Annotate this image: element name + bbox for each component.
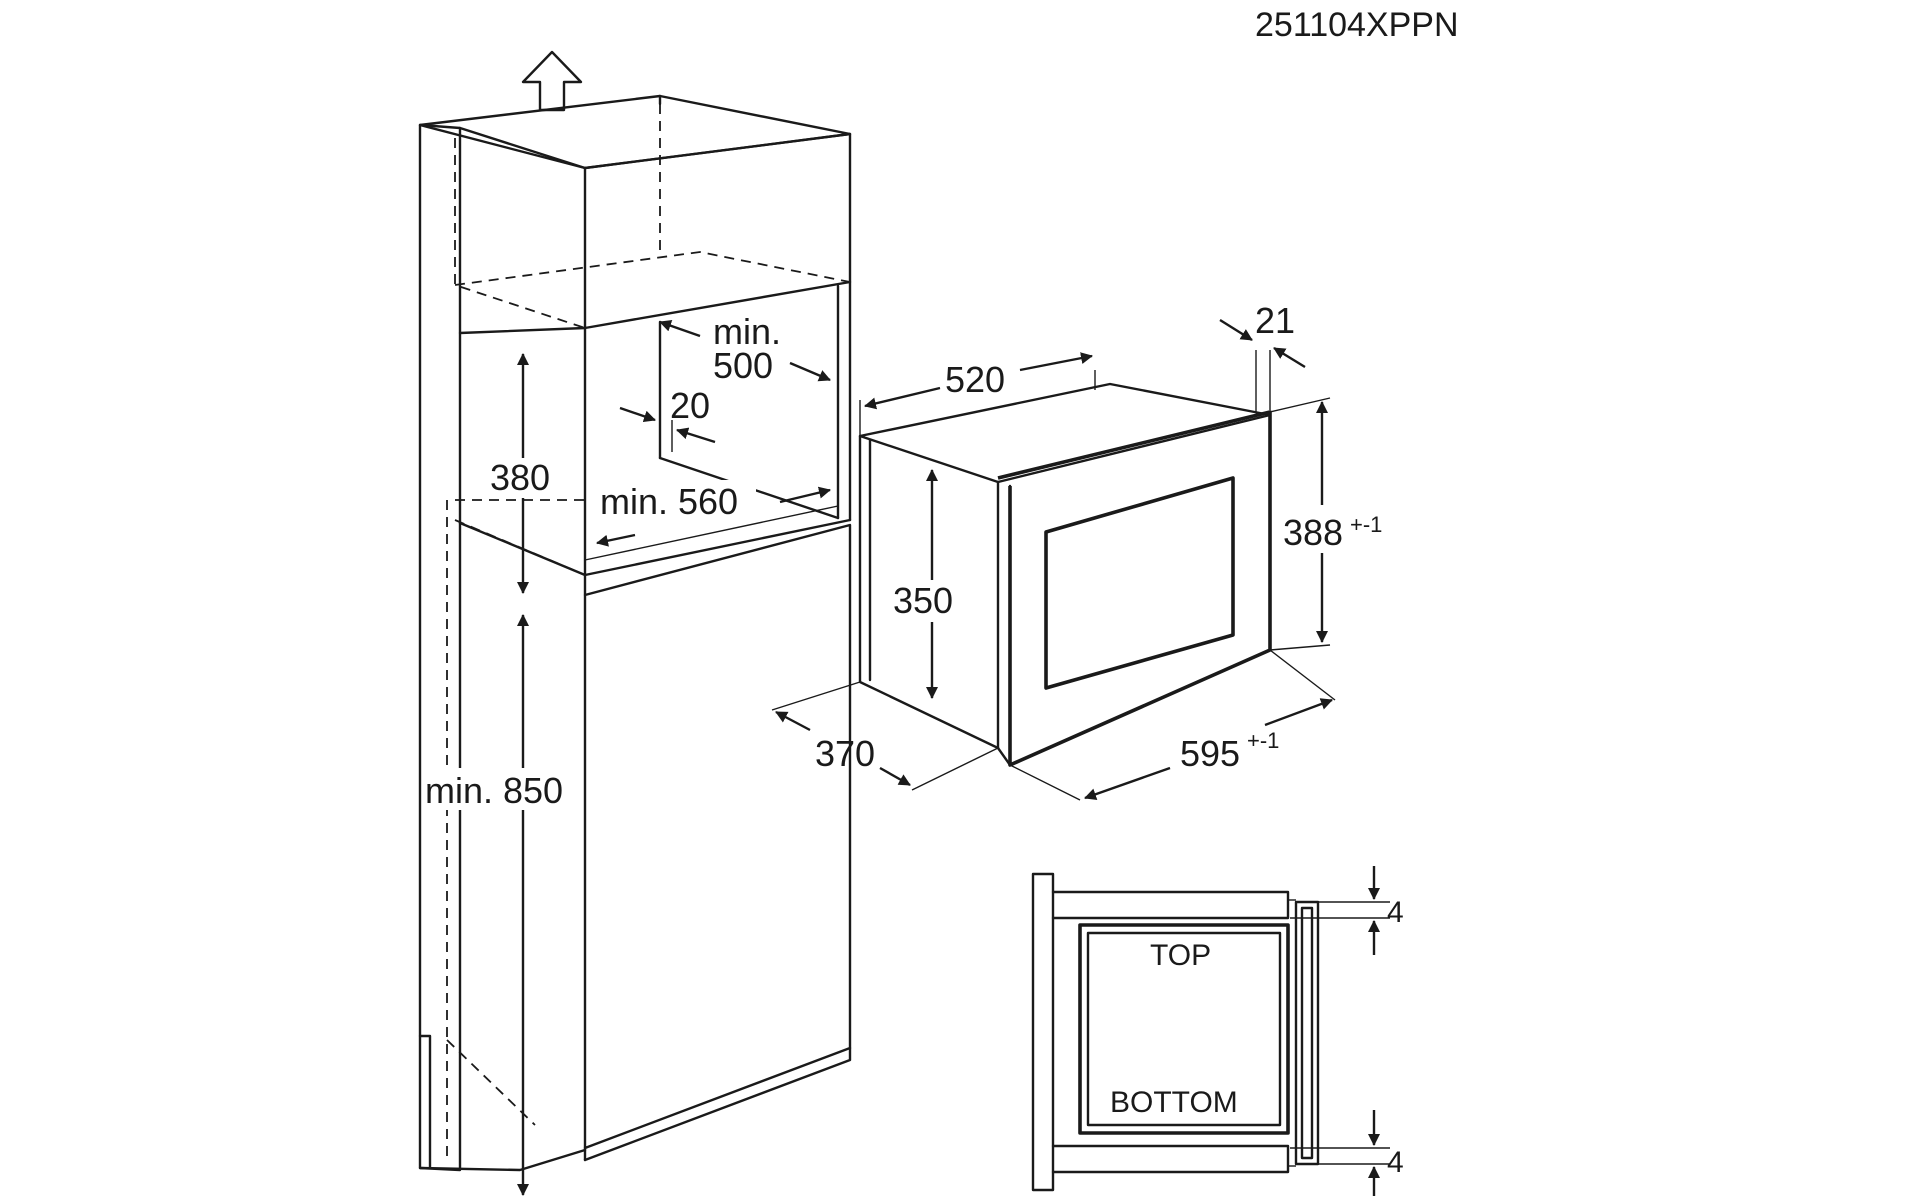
label-20: 20	[670, 385, 710, 426]
dim-520: 520	[859, 352, 1096, 436]
dim-gap-bottom: 4	[1290, 1110, 1404, 1196]
appliance-body	[858, 382, 1272, 767]
dim-20: 20	[619, 385, 716, 455]
dim-21: 21	[1219, 300, 1306, 412]
label-380: 380	[490, 457, 550, 498]
label-350: 350	[893, 580, 953, 621]
dim-min-500: min. 500	[659, 311, 831, 386]
ventilation-arrow-icon	[521, 50, 583, 112]
label-bottom: BOTTOM	[1110, 1086, 1238, 1119]
dim-350: 350	[890, 469, 970, 699]
label-370: 370	[815, 733, 875, 774]
dim-min-560: min. 560	[596, 480, 831, 547]
dim-min-850: min. 850	[423, 614, 573, 1196]
label-min-850: min. 850	[425, 770, 563, 811]
dim-380: 380	[488, 353, 558, 594]
label-388-tolerance: +-1	[1350, 512, 1382, 537]
side-section-view: TOP BOTTOM	[1031, 872, 1320, 1192]
diagram-code: 251104XPPN	[1255, 6, 1459, 44]
label-min-500-line1: min.	[713, 311, 781, 352]
dim-gap-top: 4	[1290, 866, 1404, 955]
label-595: 595	[1180, 733, 1240, 774]
label-gap-top: 4	[1387, 896, 1404, 929]
label-595-tolerance: +-1	[1247, 728, 1279, 753]
label-520: 520	[945, 359, 1005, 400]
label-min-560: min. 560	[600, 481, 738, 522]
dim-370: 370	[771, 681, 999, 791]
label-21: 21	[1255, 300, 1295, 341]
label-min-500-line2: 500	[713, 345, 773, 386]
label-388: 388	[1283, 512, 1343, 553]
label-gap-bottom: 4	[1387, 1146, 1404, 1179]
dim-388: 388 +-1	[1269, 397, 1382, 651]
tall-cabinet	[418, 94, 852, 1172]
label-top: TOP	[1150, 939, 1211, 972]
dim-595: 595 +-1	[1009, 649, 1336, 801]
